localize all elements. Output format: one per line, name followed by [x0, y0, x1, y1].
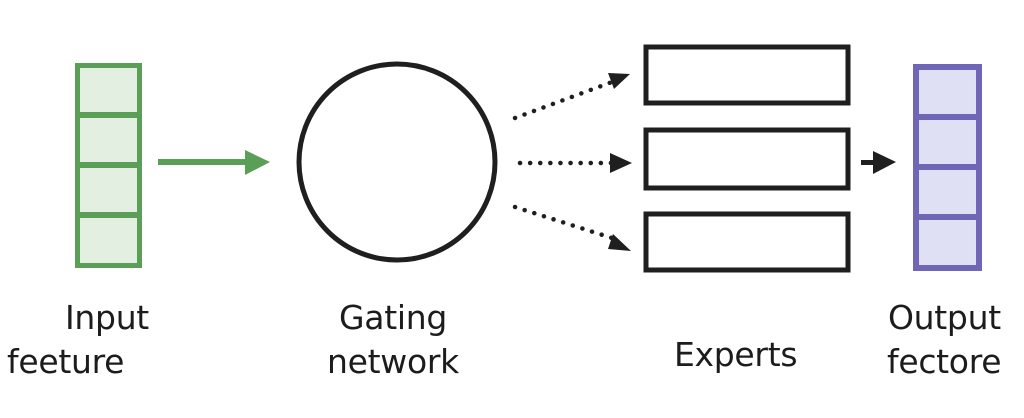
- expert-box-3: [643, 211, 851, 273]
- gating-label-line2: network: [327, 342, 459, 381]
- output-vector: [913, 64, 982, 271]
- expert-box-2: [643, 127, 851, 191]
- arrowhead-expert-1: [608, 73, 630, 89]
- input-cell: [80, 168, 137, 212]
- arrowhead-expert-2: [610, 153, 632, 173]
- input-cell: [80, 118, 137, 162]
- experts-to-output-arrow: [861, 151, 896, 174]
- output-label-line1: Output: [888, 298, 1001, 337]
- output-cell: [919, 70, 976, 114]
- gating-to-experts-arrows: [512, 73, 632, 251]
- arrowhead-expert-3: [608, 234, 631, 251]
- gating-network-circle: [296, 61, 498, 263]
- input-to-gating-arrow: [158, 150, 270, 175]
- output-cell: [919, 170, 976, 214]
- input-cell: [80, 68, 137, 112]
- output-cell: [919, 120, 976, 164]
- input-vector: [75, 63, 142, 268]
- dotted-arrow-expert-1: [512, 79, 615, 121]
- input-cell: [80, 218, 137, 263]
- dotted-arrow-expert-3: [512, 204, 615, 241]
- input-label-line2: feeture: [7, 342, 125, 381]
- expert-box-1: [643, 44, 851, 106]
- experts-label: Experts: [674, 335, 798, 374]
- experts: [643, 44, 851, 273]
- input-label-line1: Input: [65, 298, 149, 337]
- output-cell: [919, 220, 976, 265]
- output-label-line2: fectore: [887, 342, 1002, 381]
- gating-label-line1: Gating: [339, 298, 447, 337]
